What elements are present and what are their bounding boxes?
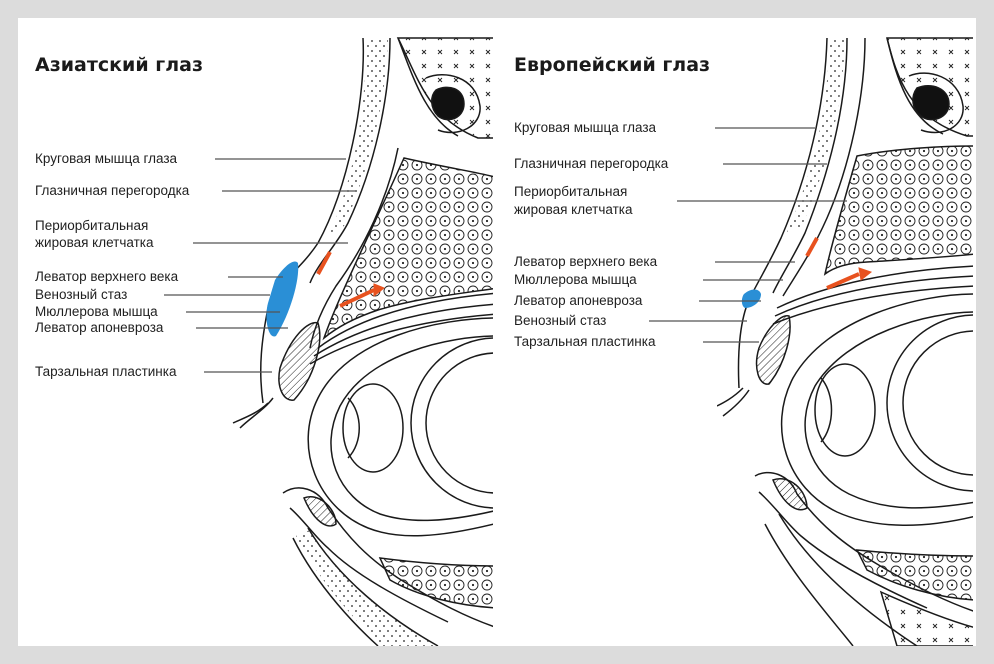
label-muller-muscle: Мюллерова мышца [514,272,637,287]
label-periorbital-fat-line2: жировая клетчатка [35,235,154,250]
anatomy-drawing-asian [232,37,493,646]
anatomy-drawing-european [717,37,973,646]
panel-title-asian: Азиатский глаз [35,54,203,76]
arrow-aponeurosis-european [826,272,860,290]
label-tarsal-plate: Тарзальная пластинка [35,364,177,379]
eyelid-cross-section-icon [164,37,493,646]
label-orbicularis-muscle: Круговая мышца глаза [35,151,178,166]
label-venous-stasis: Венозный стаз [514,313,607,328]
leader-lines-european [649,127,847,343]
arrow-aponeurosis-asian [339,288,375,308]
leader-lines-asian [164,158,356,373]
panel-title-european: Европейский глаз [514,54,711,76]
label-levator-aponeurosis: Леватор апоневроза [514,293,643,308]
label-periorbital-fat-line1: Периорбитальная [35,218,149,233]
label-muller-muscle: Мюллерова мышца [35,304,158,319]
label-levator-muscle: Леватор верхнего века [35,269,179,284]
label-orbital-septum: Глазничная перегородка [514,156,669,171]
label-venous-stasis: Венозный стаз [35,287,128,302]
label-periorbital-fat-line1: Периорбитальная [514,184,628,199]
figure-frame: Азиатский глаз Круговая мышца глаза Глаз… [18,18,976,646]
label-levator-aponeurosis: Леватор апоневроза [35,320,164,335]
eyelid-cross-section-icon [649,37,973,646]
label-periorbital-fat-line2: жировая клетчатка [514,202,633,217]
label-tarsal-plate: Тарзальная пластинка [514,334,656,349]
venous-stasis-area [741,289,761,308]
label-levator-muscle: Леватор верхнего века [514,254,658,269]
label-orbicularis-muscle: Круговая мышца глаза [514,120,657,135]
venous-stasis-area [266,261,299,337]
arrow-levator-asian [316,251,332,275]
arrow-levator-european [805,237,819,257]
label-orbital-septum: Глазничная перегородка [35,183,190,198]
